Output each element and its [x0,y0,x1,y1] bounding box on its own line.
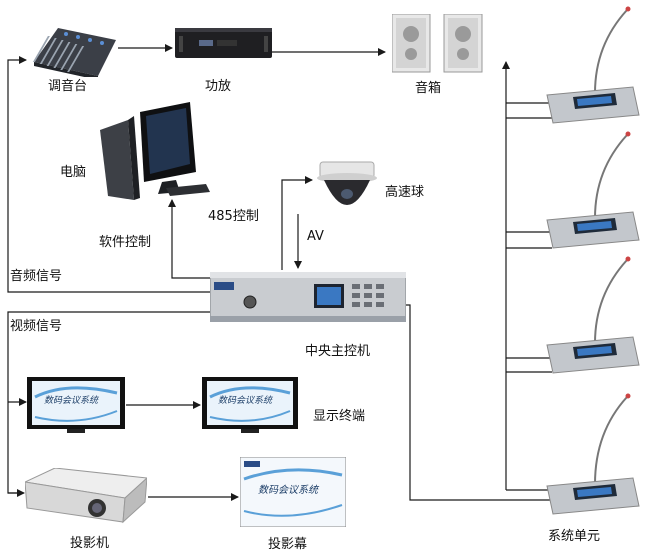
amplifier-device [175,28,272,60]
speakers-label: 音箱 [415,81,442,96]
wire-controller-to-units [405,304,552,501]
computer-device [100,102,210,200]
display-2-screen-text: 数码会议系统 [218,396,273,406]
wire-485-control [281,176,313,270]
computer-label: 电脑 [60,165,87,180]
wire-software-control [168,199,210,279]
display-terminal-2 [202,377,298,433]
rs485-label: 485控制 [208,209,259,224]
system-unit-1 [545,5,640,125]
speed-dome-label: 高速球 [385,185,425,200]
projection-screen-text: 数码会议系统 [258,485,318,496]
amplifier-label: 功放 [205,79,232,94]
speakers-device [391,13,484,74]
system-unit-2 [545,130,640,250]
projection-screen-label: 投影幕 [268,537,308,552]
system-unit-3 [545,255,640,375]
projector-device [23,467,149,524]
av-label: AV [307,229,324,244]
wire-audio-to-mixer [7,56,210,293]
audio-signal-label: 音频信号 [10,269,63,284]
central-controller-label: 中央主控机 [305,344,371,359]
mixer-label: 调音台 [48,79,88,94]
system-unit-4 [545,392,640,517]
projection-screen-device [239,456,347,528]
video-signal-label: 视频信号 [10,319,63,334]
speed-dome-camera [312,160,382,215]
mixer-device [28,22,118,80]
projector-label: 投影机 [70,536,110,551]
display-terminal-1 [27,377,125,433]
wire-units-bus [505,102,552,491]
system-unit-label: 系统单元 [548,529,601,544]
software-control-label: 软件控制 [99,235,152,250]
central-controller-device [209,272,407,324]
display-1-screen-text: 数码会议系统 [44,396,99,406]
display-terminal-label: 显示终端 [313,409,366,424]
